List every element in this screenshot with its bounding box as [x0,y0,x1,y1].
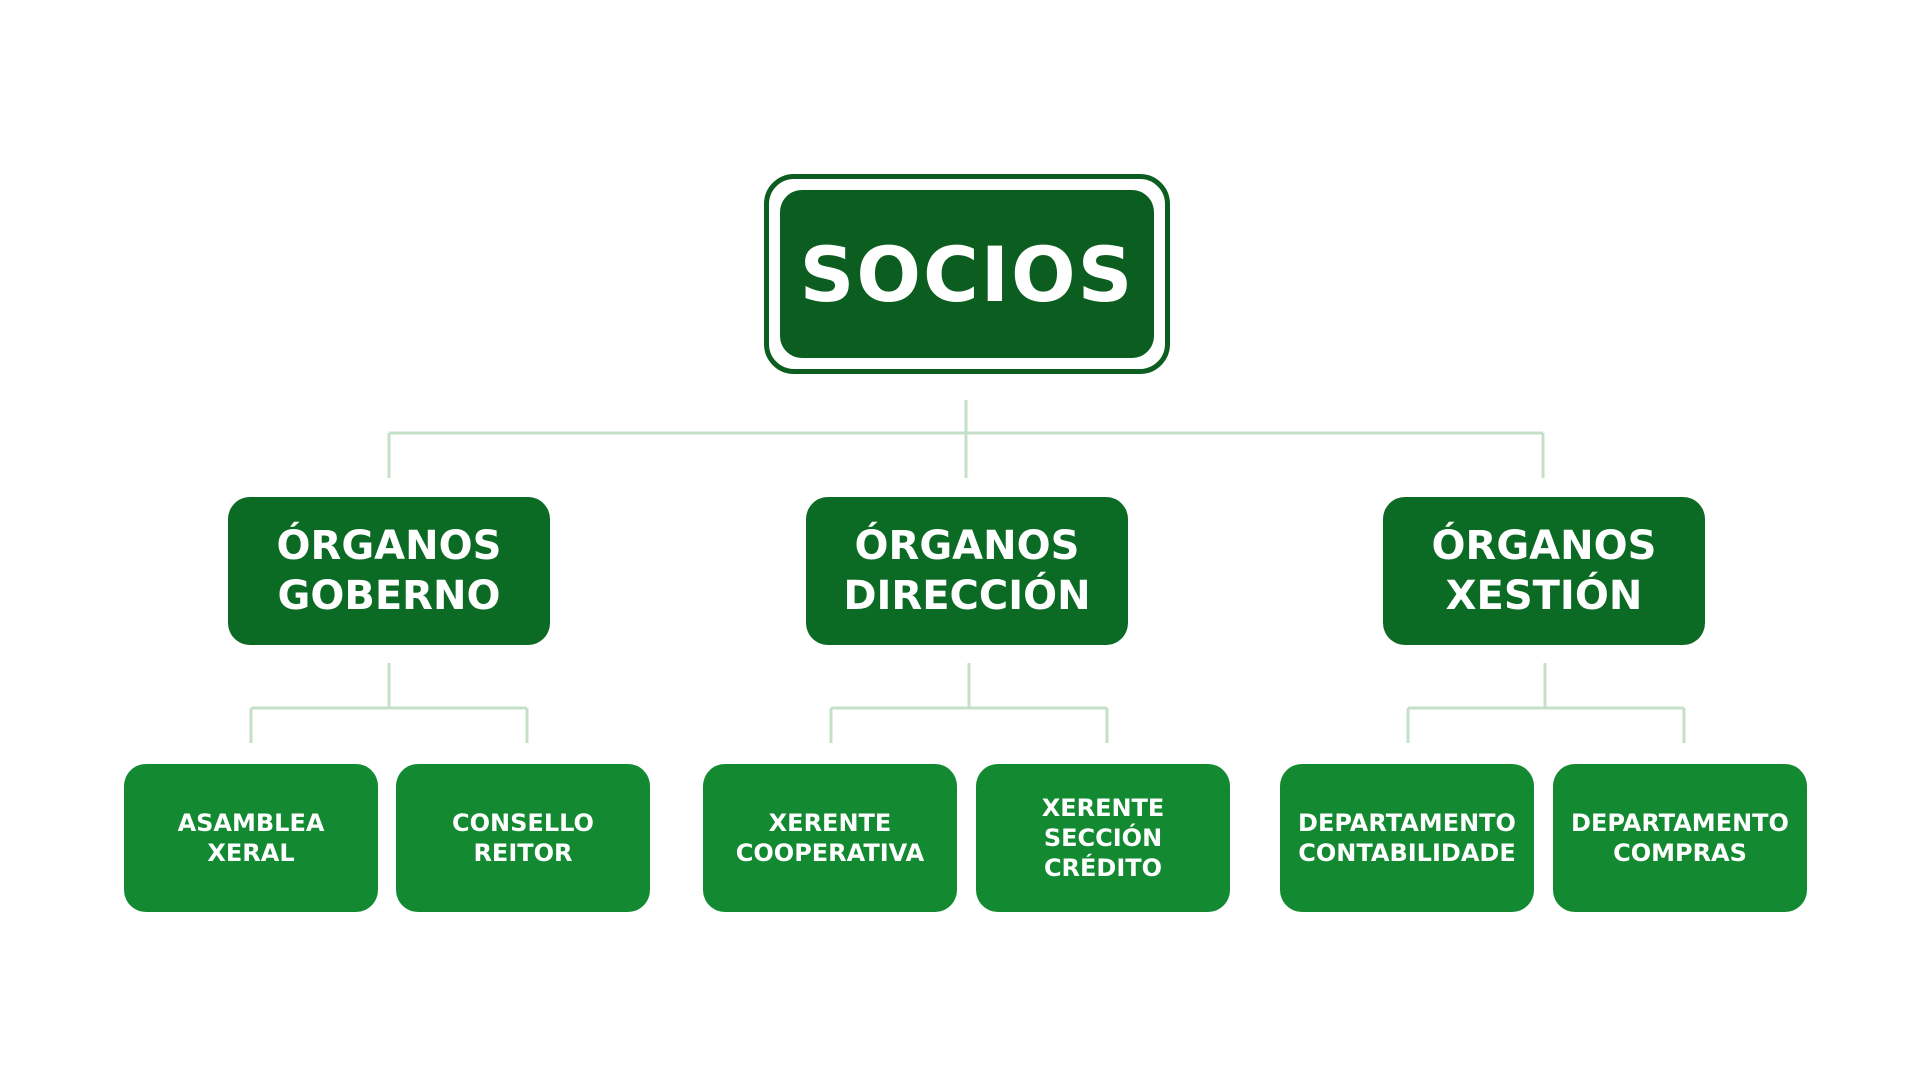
root-label: SOCIOS [799,229,1135,319]
node-label: DEPARTAMENTO CONTABILIDADE [1298,809,1516,867]
node-label: ASAMBLEA XERAL [177,809,325,867]
root-node-inner: SOCIOS [780,190,1154,358]
node-label: DEPARTAMENTO COMPRAS [1571,809,1789,867]
node-departamento-compras: DEPARTAMENTO COMPRAS [1553,764,1807,912]
node-departamento-contabilidade: DEPARTAMENTO CONTABILIDADE [1280,764,1534,912]
node-organos-direccion: ÓRGANOS DIRECCIÓN [806,497,1128,645]
node-xerente-seccion-credito: XERENTE SECCIÓN CRÉDITO [976,764,1230,912]
node-label: XERENTE SECCIÓN CRÉDITO [1041,794,1165,882]
node-label: CONSELLO REITOR [452,809,594,867]
node-asamblea-xeral: ASAMBLEA XERAL [124,764,378,912]
node-organos-goberno: ÓRGANOS GOBERNO [228,497,550,645]
node-organos-xestion: ÓRGANOS XESTIÓN [1383,497,1705,645]
node-xerente-cooperativa: XERENTE COOPERATIVA [703,764,957,912]
node-label: ÓRGANOS GOBERNO [276,523,502,619]
node-label: ÓRGANOS XESTIÓN [1431,523,1657,619]
node-label: ÓRGANOS DIRECCIÓN [843,523,1091,619]
node-label: XERENTE COOPERATIVA [735,809,925,867]
node-consello-reitor: CONSELLO REITOR [396,764,650,912]
root-node-socios: SOCIOS [764,174,1170,374]
